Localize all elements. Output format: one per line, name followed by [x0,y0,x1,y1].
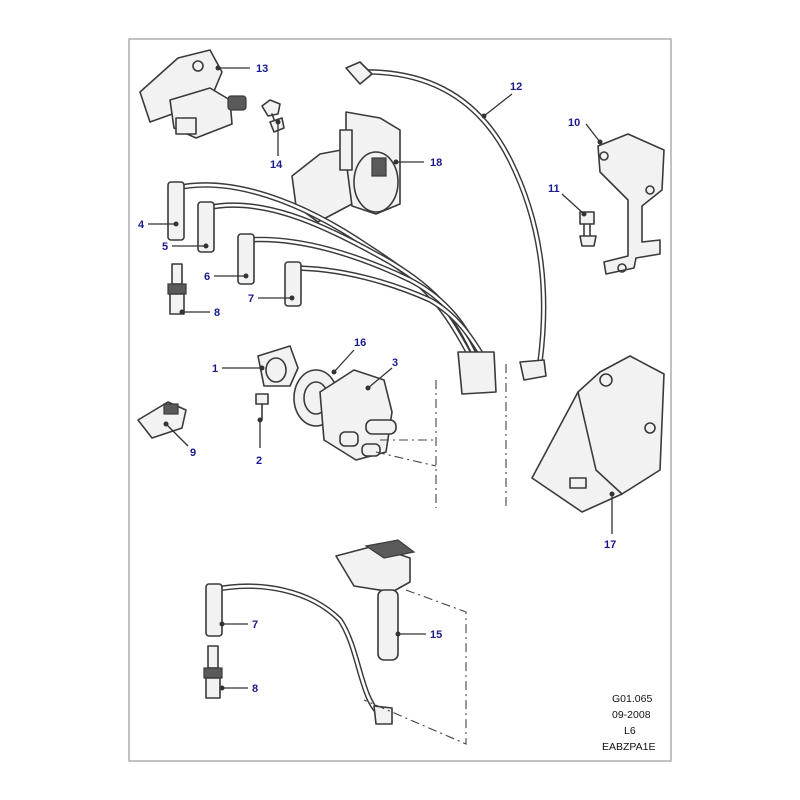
callout-18: 18 [430,157,442,169]
callout-4: 4 [138,219,145,231]
part-7-lead-lower [205,583,393,725]
callout-8-lower: 8 [252,683,258,695]
part-1-rotor [257,345,299,387]
part-9-sensor [137,401,187,439]
callout-7-upper: 7 [248,293,254,305]
callout-17: 17 [604,539,616,551]
dashed-assembly-lines-lower [363,589,467,745]
callout-8-upper: 8 [214,307,220,319]
callout-3: 3 [392,357,398,369]
callout-12: 12 [510,81,522,93]
part-8-spark-plug-upper [167,263,187,315]
parts-4-7-ht-leads [167,181,497,395]
part-14-bolt [261,99,285,133]
diagram-ref: G01.065 [612,693,652,705]
callout-5: 5 [162,241,168,253]
diagram-date: 09-2008 [612,709,651,721]
callout-leaders [148,65,615,691]
part-3-distributor [319,369,397,461]
part-18-coil-bracket [291,111,401,223]
part-13-coil-bracket [139,49,247,139]
callout-2: 2 [256,455,262,467]
callout-14: 14 [270,159,283,171]
callout-13: 13 [256,63,268,75]
diagram-model: L6 [624,725,636,737]
diagram-code: EABZPA1E [602,741,656,753]
part-10-bracket [597,133,665,275]
part-12-ht-lead [345,61,547,381]
dashed-assembly-lines-upper [375,364,507,508]
callout-6: 6 [204,271,210,283]
callout-1: 1 [212,363,218,375]
callout-16: 16 [354,337,366,349]
callout-15: 15 [430,629,442,641]
callout-10: 10 [568,117,580,129]
part-8-spark-plug-lower [203,645,223,699]
callout-9: 9 [190,447,196,459]
part-15-coil-pack [335,539,416,661]
callout-7-lower: 7 [252,619,258,631]
callout-11: 11 [548,183,560,195]
part-17-bracket [531,355,665,513]
part-2-screw [255,393,269,421]
